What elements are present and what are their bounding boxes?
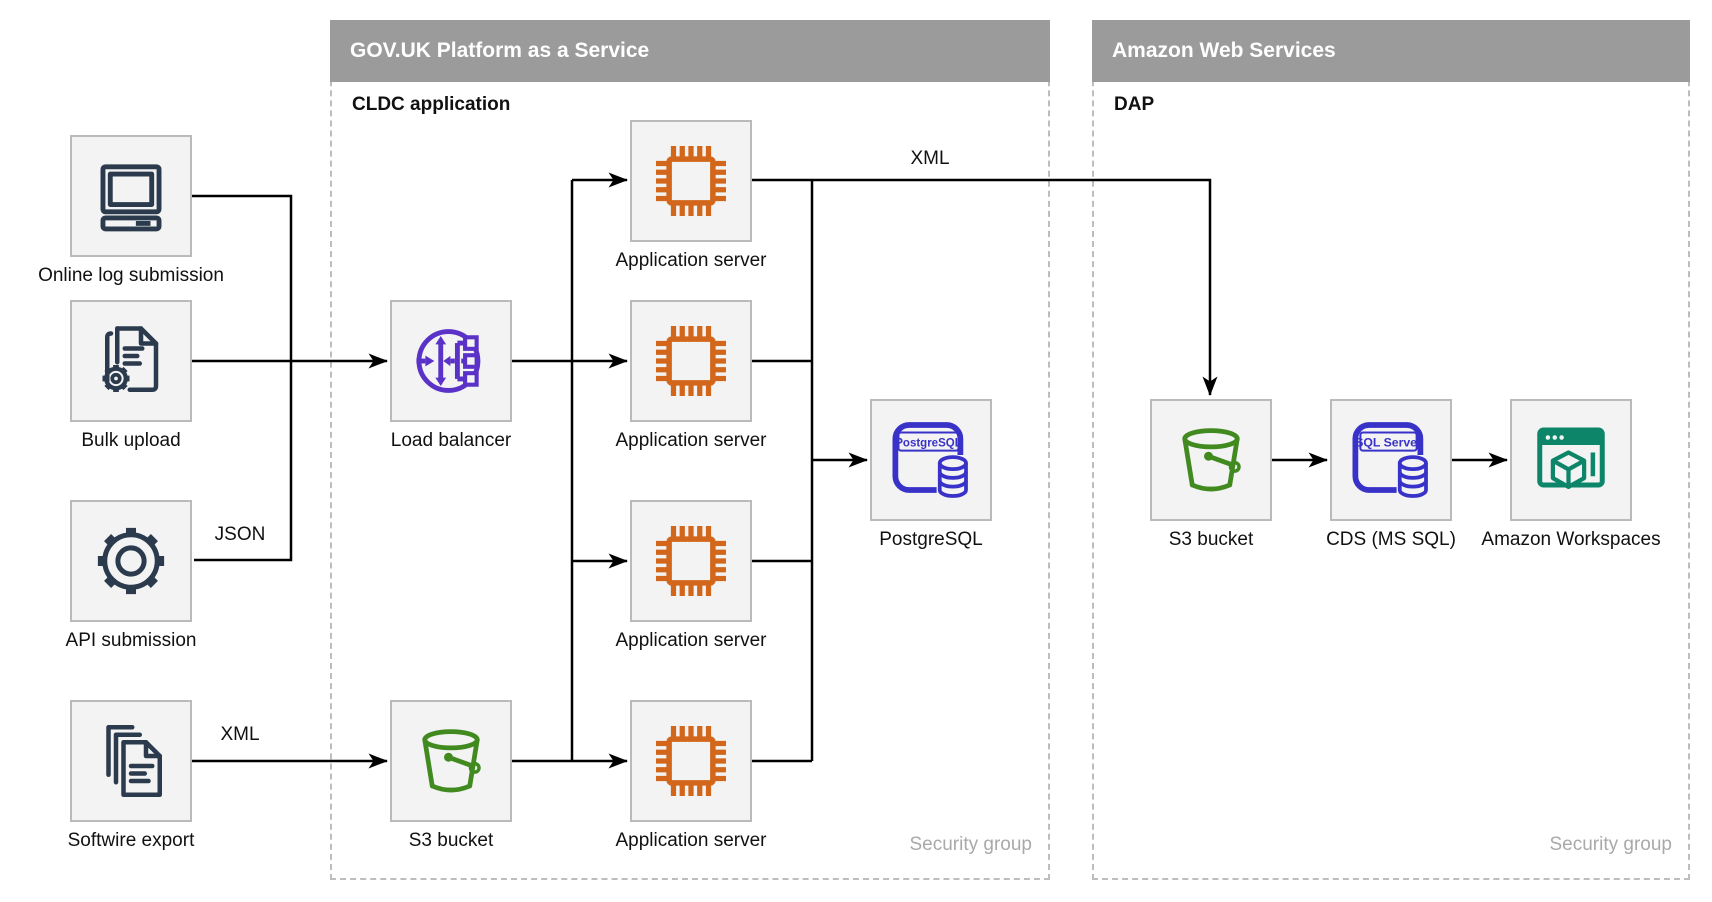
node-api-submission: API submission — [66, 500, 196, 652]
node-app-server-2: Application server — [615, 300, 767, 452]
gear-icon — [70, 500, 192, 622]
dap-label: DAP — [1114, 94, 1155, 115]
govuk-paas-container: GOV.UK Platform as a Service CLDC applic… — [330, 20, 1050, 880]
node-label-online-log-submission: Online log submission — [38, 265, 224, 286]
workspaces-icon — [1510, 399, 1632, 521]
postgresql-database-icon: PostgreSQL — [870, 399, 992, 521]
cldc-application-label: CLDC application — [352, 94, 511, 115]
processor-chip-icon — [630, 300, 752, 422]
s3-bucket-icon — [1150, 399, 1272, 521]
document-gear-icon — [70, 300, 192, 422]
node-label-app-server-3: Application server — [615, 630, 767, 651]
node-label-amazon-workspaces: Amazon Workspaces — [1481, 529, 1661, 550]
document-stack-icon — [70, 700, 192, 822]
node-app-server-3: Application server — [615, 500, 767, 652]
node-softwire-export: Softwire export — [67, 700, 195, 852]
node-s3-bucket-govuk: S3 bucket — [390, 700, 512, 852]
node-bulk-upload: Bulk upload — [70, 300, 192, 452]
node-s3-bucket-aws: S3 bucket — [1150, 399, 1272, 551]
node-load-balancer: Load balancer — [390, 300, 512, 452]
node-postgresql: PostgreSQL PostgreSQL — [870, 399, 992, 551]
processor-chip-icon — [630, 700, 752, 822]
node-label-s3-bucket-govuk: S3 bucket — [408, 830, 494, 851]
aws-header: Amazon Web Services — [1092, 20, 1690, 82]
node-app-server-4: Application server — [615, 700, 767, 852]
node-label-softwire-export: Softwire export — [67, 830, 195, 851]
node-app-server-1: Application server — [615, 120, 767, 272]
govuk-paas-header: GOV.UK Platform as a Service — [330, 20, 1050, 82]
aws-container: Amazon Web Services DAP Security group — [1092, 20, 1690, 880]
node-label-app-server-4: Application server — [615, 830, 767, 851]
node-cds-ms-sql: SQL Server CDS (MS SQL) — [1326, 399, 1456, 551]
node-label-postgresql: PostgreSQL — [879, 529, 983, 550]
edge-label-json: JSON — [214, 524, 266, 545]
load-balancer-icon — [390, 300, 512, 422]
govuk-security-group-label: Security group — [909, 834, 1032, 855]
svg-text:PostgreSQL: PostgreSQL — [895, 437, 961, 449]
node-label-cds-ms-sql: CDS (MS SQL) — [1326, 529, 1456, 550]
node-label-s3-bucket-aws: S3 bucket — [1168, 529, 1254, 550]
node-label-api-submission: API submission — [65, 630, 197, 651]
node-label-load-balancer: Load balancer — [390, 430, 512, 451]
sql-server-database-icon: SQL Server — [1330, 399, 1452, 521]
node-label-app-server-2: Application server — [615, 430, 767, 451]
node-label-bulk-upload: Bulk upload — [81, 430, 181, 451]
node-amazon-workspaces: Amazon Workspaces — [1481, 399, 1661, 551]
node-label-app-server-1: Application server — [615, 250, 767, 271]
edge-label-xml-to-aws: XML — [910, 148, 950, 169]
svg-text:SQL Server: SQL Server — [1355, 435, 1422, 449]
processor-chip-icon — [630, 500, 752, 622]
aws-security-group-label: Security group — [1549, 834, 1672, 855]
node-online-log-submission: Online log submission — [38, 135, 224, 287]
desktop-computer-icon — [70, 135, 192, 257]
s3-bucket-icon — [390, 700, 512, 822]
edge-label-xml-softwire: XML — [220, 724, 260, 745]
processor-chip-icon — [630, 120, 752, 242]
